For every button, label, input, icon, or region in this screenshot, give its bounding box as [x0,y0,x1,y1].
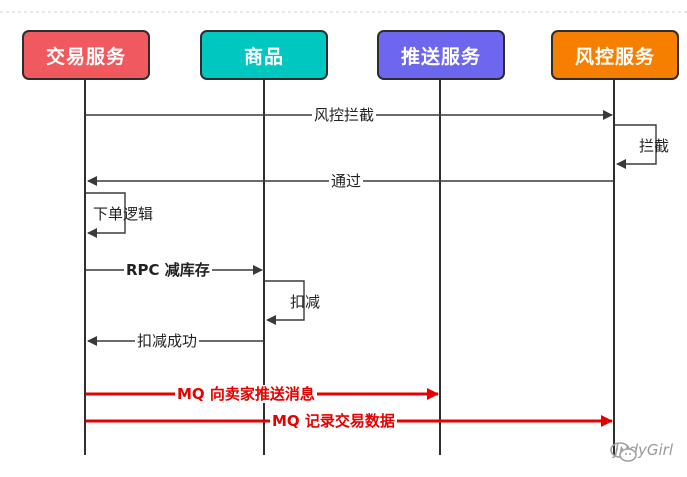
participant-trade: 交易服务 [22,30,150,80]
label-deduct-success: 扣减成功 [135,332,200,350]
label-deduct: 扣减 [290,293,321,311]
participant-push: 推送服务 [377,30,505,80]
arrow-order-logic [86,192,126,238]
label-intercept-self: 拦截 [639,137,670,155]
arrow-deduct [265,280,305,325]
participant-trade-label: 交易服务 [45,45,126,68]
arrow-intercept-self [615,124,657,169]
label-mq-push: MQ 向卖家推送消息 [175,385,317,403]
label-risk-intercept: 风控拦截 [312,106,377,124]
participant-risk-label: 风控服务 [574,45,655,68]
label-pass: 通过 [329,172,364,190]
watermark: JudyGirl [609,441,673,462]
label-rpc-reduce: RPC 减库存 [124,261,212,279]
participant-risk: 风控服务 [551,30,679,80]
label-mq-record: MQ 记录交易数据 [270,412,397,430]
participant-goods-label: 商品 [243,45,284,68]
label-order-logic: 下单逻辑 [93,205,154,223]
participant-push-label: 推送服务 [400,45,481,68]
participant-goods: 商品 [200,30,328,80]
